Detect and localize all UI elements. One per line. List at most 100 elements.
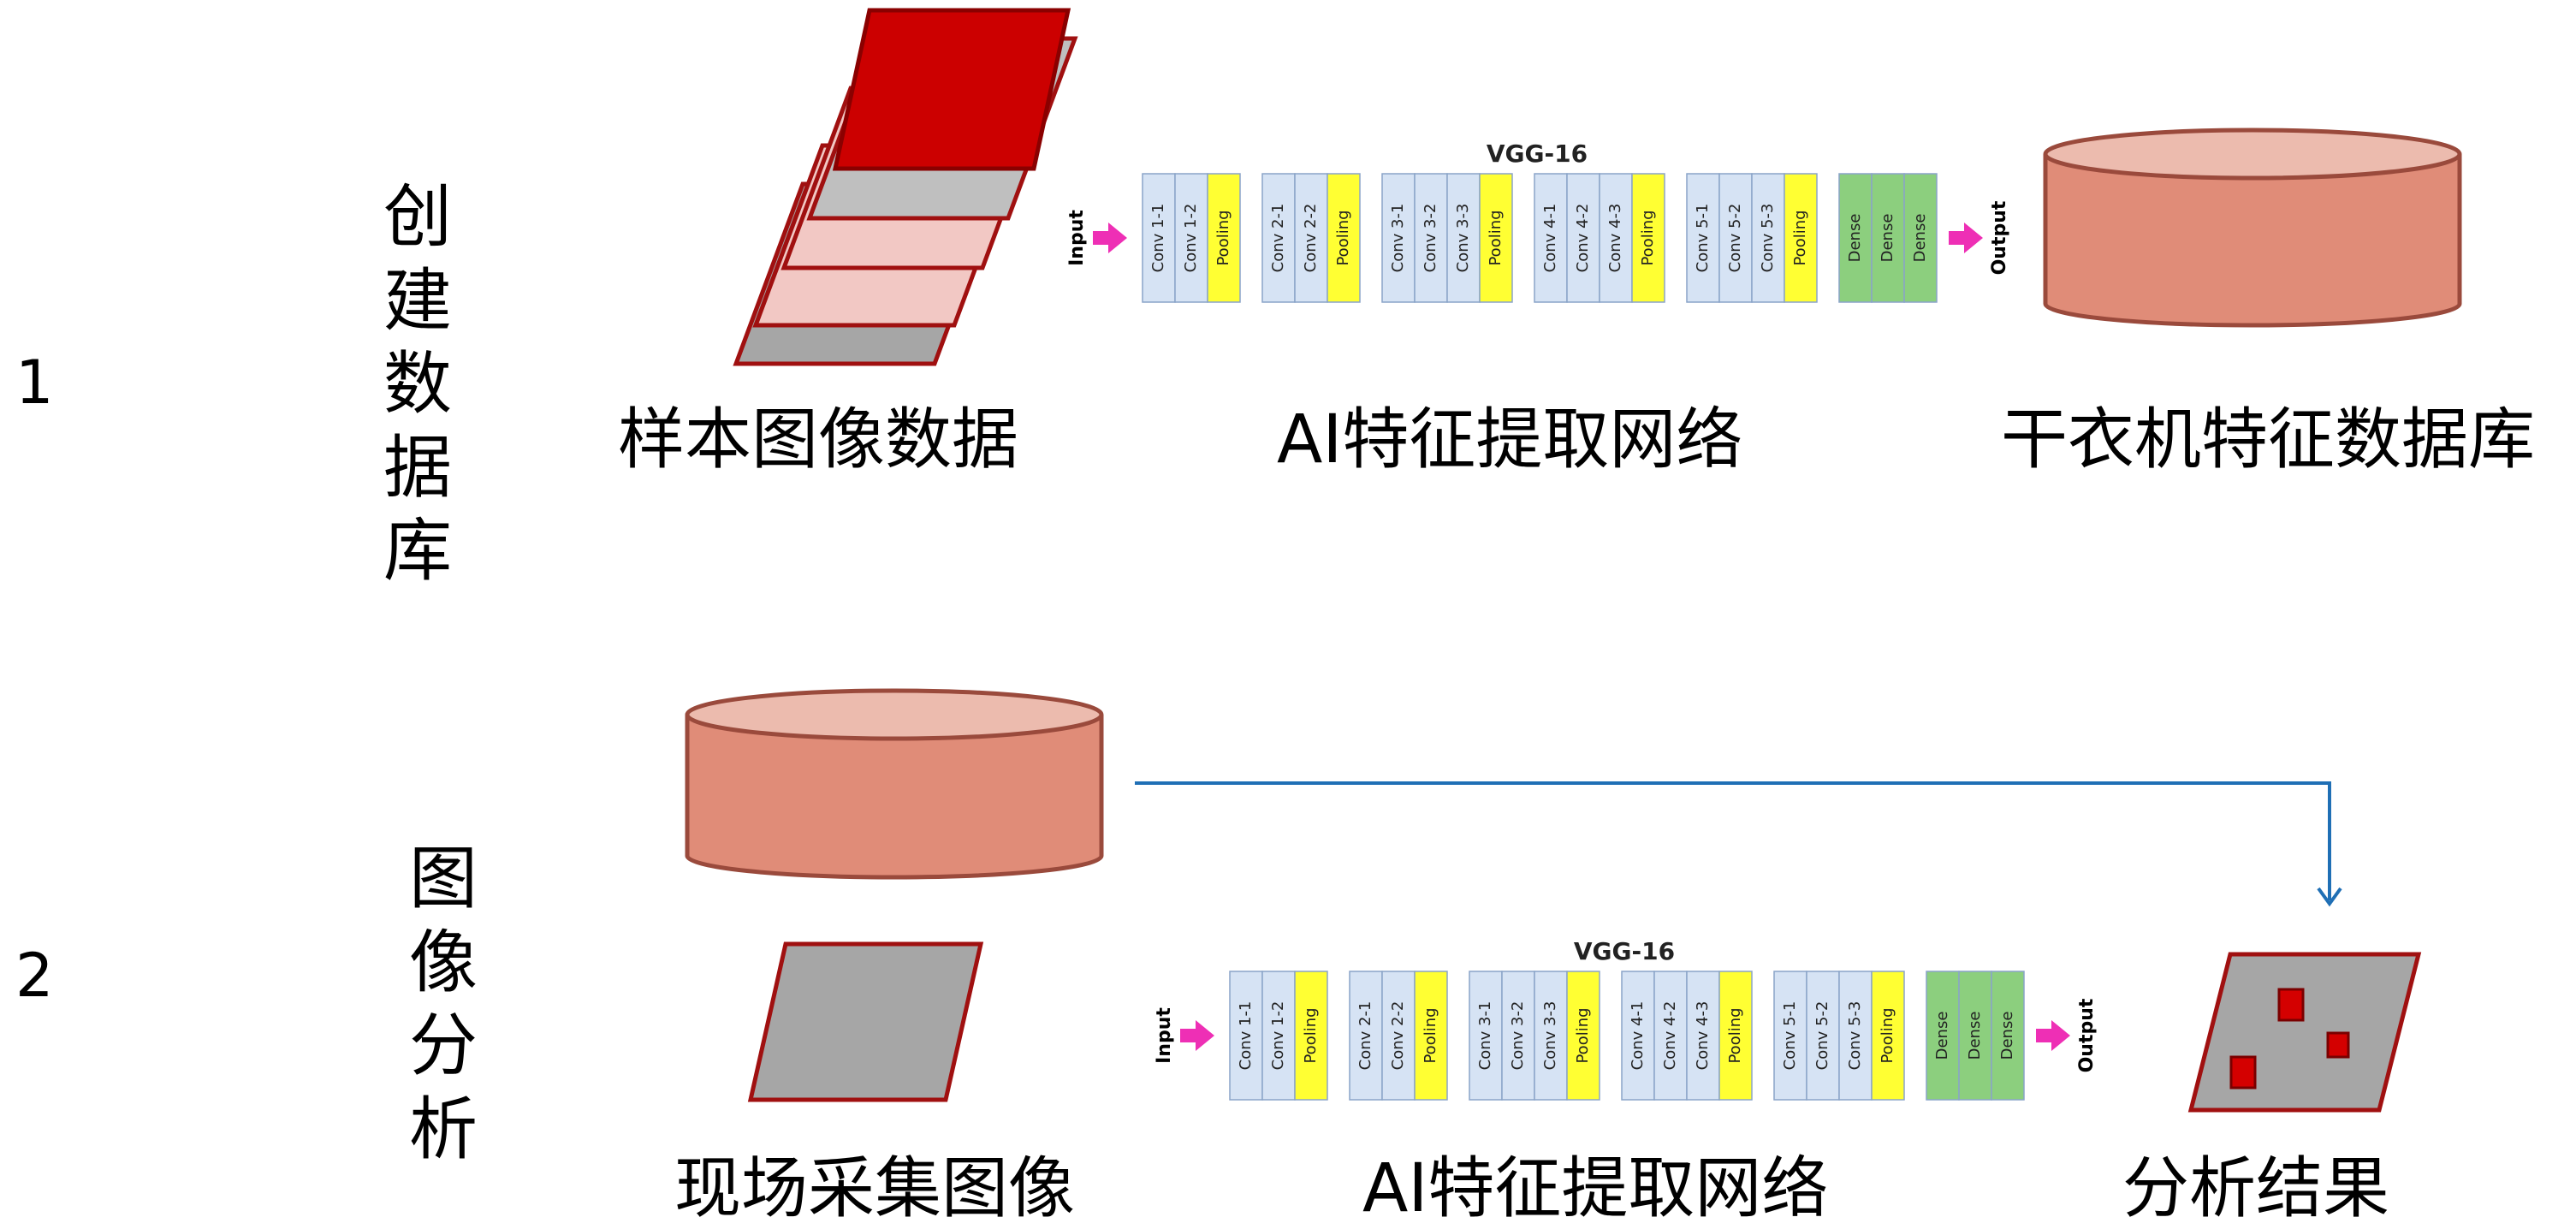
feature-database-icon: [2043, 128, 2462, 328]
vgg-layer-label: Conv 3-1: [1389, 204, 1407, 273]
vgg-layer-cell: [1414, 173, 1448, 303]
vgg-layer-cell: [1903, 173, 1938, 303]
vgg-layer-cell: [1566, 971, 1600, 1101]
vgg-layer-cell: [1926, 971, 1960, 1101]
database-icon: [685, 688, 1104, 880]
vgg-layer-label: Conv 5-3: [1759, 204, 1777, 273]
defect-marker: [2326, 1031, 2350, 1059]
row-1-title-char: 库: [383, 511, 452, 591]
vgg-layer-cell: [1207, 173, 1241, 303]
vgg-layer-label: Pooling: [1574, 1007, 1592, 1063]
sample-image-stack: [733, 8, 1078, 366]
row-1-title: 创 建 数 据 库: [375, 175, 460, 593]
db-to-result-connector: [1135, 781, 2342, 907]
vgg-layer-label: Conv 5-2: [1813, 1001, 1831, 1071]
defect-marker: [2229, 1055, 2257, 1089]
vgg-layer-cell: [1294, 173, 1328, 303]
vgg-layer-label: Pooling: [1791, 210, 1809, 265]
vgg-layer-label: Conv 4-2: [1661, 1001, 1679, 1071]
vgg-layer-cell: [1469, 971, 1503, 1101]
vgg-layer-cell: [1991, 971, 2025, 1101]
row-1-title-char: 建: [383, 260, 452, 341]
vgg-layer-label: Pooling: [1639, 210, 1657, 265]
vgg-layer-cell: [1534, 173, 1568, 303]
vgg-layer-label: Conv 4-3: [1694, 1001, 1712, 1071]
vgg-layer-cell: [1599, 173, 1633, 303]
vgg-layer-label: Conv 5-3: [1846, 1001, 1864, 1071]
vgg-layer-cell: [1838, 971, 1873, 1101]
defect-marker: [2277, 988, 2305, 1022]
vgg-layer-cell: [1174, 173, 1208, 303]
vgg-layer-label: Conv 1-1: [1237, 1001, 1255, 1071]
result-image-frame: [2187, 952, 2422, 1113]
vgg-input-label: Input: [1066, 210, 1088, 266]
vgg-layer-cell: [1142, 173, 1176, 303]
analysis-result-icon: [2187, 952, 2422, 1113]
row-1-number: 1: [15, 347, 54, 418]
vgg-layer-label: Conv 2-2: [1302, 204, 1320, 273]
vgg-output-label: Output: [2076, 998, 2098, 1072]
row-2-title-char: 分: [409, 1006, 478, 1086]
caption-ai-feature-network: AI特征提取网络: [1277, 401, 1743, 478]
vgg-layer-label: Conv 1-2: [1269, 1001, 1287, 1071]
vgg-layer-cell: [1381, 971, 1416, 1101]
vgg-layer-cell: [1479, 173, 1513, 303]
caption-feature-database: 干衣机特征数据库: [2001, 401, 2536, 478]
vgg-layer-label: Conv 2-1: [1269, 204, 1287, 273]
vgg-output-arrow: [1949, 223, 1983, 253]
vgg-layer-cell: [1686, 971, 1720, 1101]
vgg-layer-cell: [1871, 971, 1905, 1101]
vgg-layer-label: Pooling: [1422, 1007, 1439, 1063]
row-1-title-char: 数: [383, 344, 452, 425]
row-1-title-char: 据: [383, 427, 452, 508]
vgg-layer-label: Conv 3-1: [1476, 1001, 1494, 1071]
vgg16-network-row-1: Input Conv 1-1 Conv 1-2 Pooling Conv 2-1 Conv…: [1066, 140, 2010, 303]
vgg-layer-label: Pooling: [1487, 210, 1505, 265]
vgg-layer-cell: [1871, 173, 1905, 303]
vgg-layer-cell: [1631, 173, 1665, 303]
vgg-layer-label: Conv 4-2: [1574, 204, 1592, 273]
vgg-layer-cell: [1718, 173, 1753, 303]
vgg-input-arrow: [1093, 223, 1127, 253]
image-layer-red-front: [832, 8, 1071, 171]
vgg-layer-cell: [1686, 173, 1720, 303]
vgg-layer-cell: [1327, 173, 1361, 303]
vgg-layer-label: Conv 5-1: [1781, 1001, 1799, 1071]
caption-analysis-result: 分析结果: [2122, 1150, 2390, 1227]
vgg-layer-cell: [1414, 971, 1448, 1101]
vgg-layer-label: Dense: [1911, 214, 1929, 263]
vgg-layer-cell: [1751, 173, 1785, 303]
vgg-layer-cell: [1446, 173, 1481, 303]
vgg-layer-label: Conv 4-1: [1629, 1001, 1647, 1071]
vgg-layer-label: Conv 4-3: [1606, 204, 1624, 273]
vgg-layer-cell: [1784, 173, 1818, 303]
vgg-layer-cell: [1294, 971, 1328, 1101]
vgg-layer-label: Pooling: [1879, 1007, 1896, 1063]
vgg-layer-label: Conv 1-2: [1182, 204, 1200, 273]
vgg-layer-label: Conv 3-2: [1509, 1001, 1527, 1071]
vgg-layer-label: Conv 5-2: [1726, 204, 1744, 273]
vgg-layer-label: Dense: [1933, 1012, 1951, 1060]
vgg-output-label: Output: [1989, 200, 2010, 275]
vgg-layer-label: Dense: [1966, 1012, 1984, 1060]
vgg-layer-label: Conv 2-2: [1389, 1001, 1407, 1071]
row-2-title-char: 图: [409, 839, 478, 918]
vgg-layer-cell: [1349, 971, 1383, 1101]
vgg-layer-label: Conv 3-3: [1541, 1001, 1559, 1071]
vgg-layer-cell: [1381, 173, 1416, 303]
row-2-title: 图 像 分 析: [401, 837, 486, 1171]
vgg-layer-label: Pooling: [1214, 210, 1232, 265]
vgg-output-arrow: [2036, 1020, 2070, 1051]
vgg-input-label: Input: [1154, 1007, 1175, 1064]
vgg-layer-label: Conv 1-1: [1149, 204, 1167, 273]
vgg-layer-cell: [1229, 971, 1263, 1101]
vgg-layer-cell: [1718, 971, 1753, 1101]
vgg-layer-label: Conv 3-2: [1422, 204, 1439, 273]
row-2-title-char: 析: [409, 1089, 478, 1169]
row-1-title-char: 创: [383, 177, 452, 257]
caption-sample-images: 样本图像数据: [618, 401, 1019, 478]
vgg-layer-label: Pooling: [1726, 1007, 1744, 1063]
caption-ai-feature-network: AI特征提取网络: [1362, 1150, 1829, 1227]
